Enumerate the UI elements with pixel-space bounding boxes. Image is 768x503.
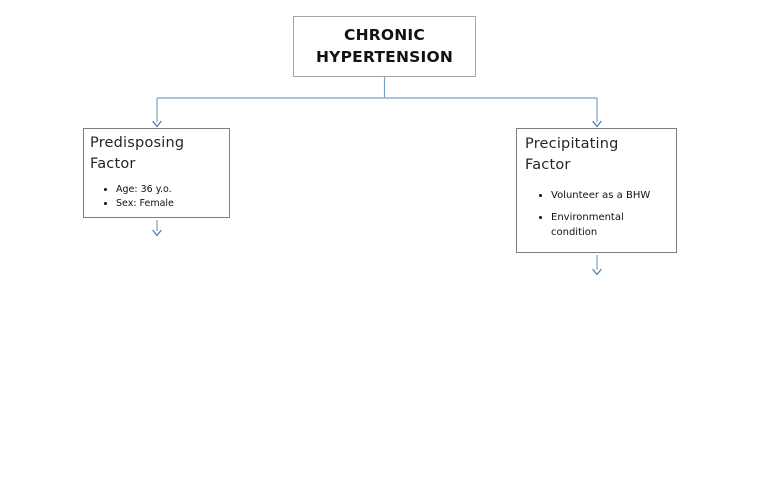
predisposing-factor-box: Predisposing Factor Age: 36 y.o. Sex: Fe… [83, 128, 230, 218]
chronic-hypertension-box: CHRONIC HYPERTENSION [293, 16, 476, 77]
left-exit-arrowhead [152, 229, 162, 237]
list-item-age: Age: 36 y.o. [116, 183, 223, 197]
left-branch-arrowhead [152, 120, 162, 128]
list-item-environmental: Environmental condition [551, 210, 668, 241]
root-box-label: CHRONIC HYPERTENSION [316, 25, 453, 66]
precipitating-factor-box: Precipitating Factor Volunteer as a BHW … [516, 128, 677, 253]
right-branch-arrowhead [592, 120, 602, 128]
list-item-sex: Sex: Female [116, 197, 223, 211]
right-exit-arrowhead [592, 268, 602, 276]
predisposing-factor-list: Age: 36 y.o. Sex: Female [90, 183, 223, 212]
list-item-volunteer: Volunteer as a BHW [551, 188, 668, 204]
predisposing-factor-title: Predisposing Factor [90, 135, 185, 173]
precipitating-factor-title: Precipitating Factor [525, 136, 619, 174]
precipitating-factor-list: Volunteer as a BHW Environmental conditi… [525, 188, 668, 241]
